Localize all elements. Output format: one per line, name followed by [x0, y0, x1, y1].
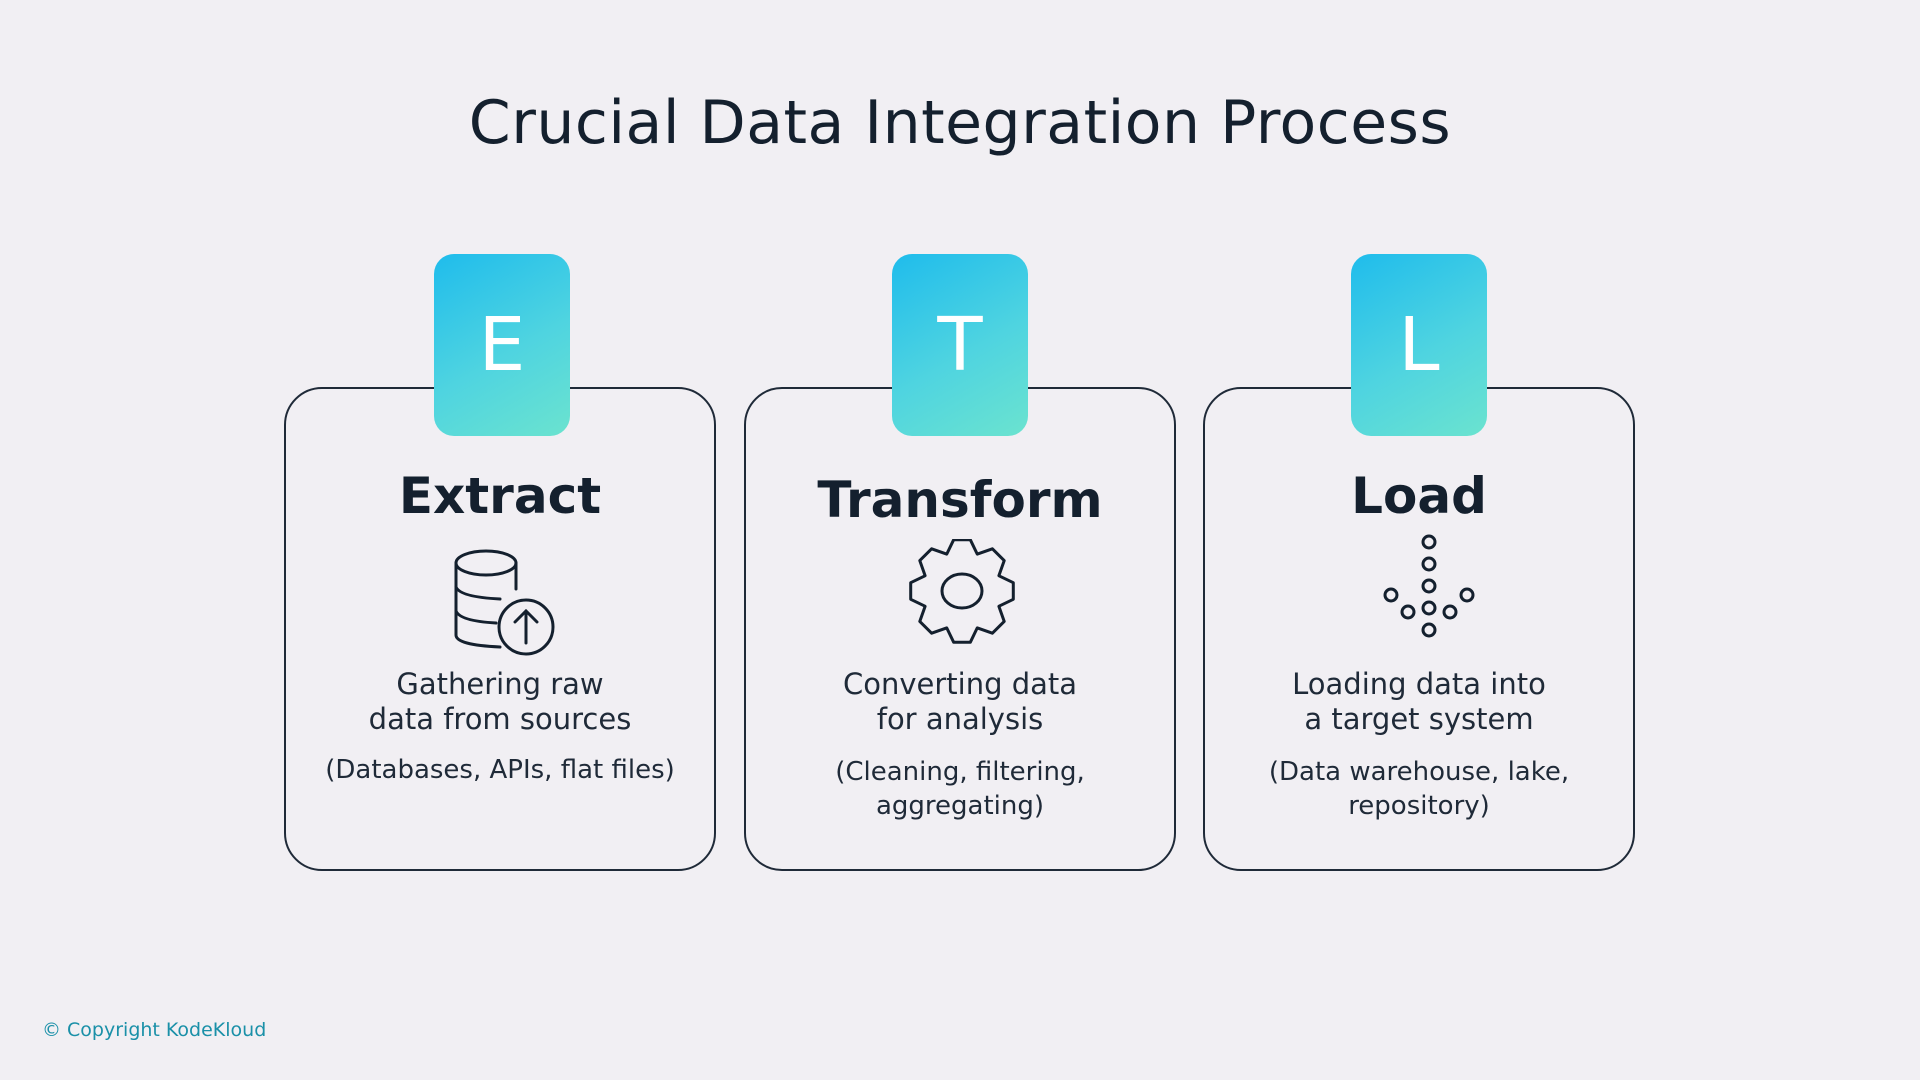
description-line: for analysis: [876, 702, 1044, 736]
load-badge: L: [1351, 254, 1487, 436]
dotted-arrow-down-icon: [1383, 534, 1475, 638]
card-description: Converting data for analysis: [746, 667, 1174, 737]
copyright: © Copyright KodeKloud: [42, 1019, 267, 1041]
examples-line: (Cleaning, filtering,: [835, 757, 1085, 787]
card-examples: (Data warehouse, lake, repository): [1205, 755, 1633, 823]
transform-badge: T: [892, 254, 1028, 436]
card-examples: (Databases, APIs, flat files): [286, 753, 714, 787]
description-line: Loading data into: [1292, 667, 1546, 701]
examples-line: repository): [1348, 791, 1490, 821]
examples-line: (Data warehouse, lake,: [1268, 757, 1570, 787]
page-title: Crucial Data Integration Process: [468, 88, 1452, 158]
load-card: Load Loading data into a target system (…: [1203, 387, 1635, 871]
card-description: Gathering raw data from sources: [286, 667, 714, 737]
description-line: a target system: [1304, 702, 1534, 736]
gear-icon: [909, 539, 1015, 644]
extract-card: Extract Gathering raw data from sources …: [284, 387, 716, 871]
description-line: Converting data: [842, 667, 1078, 701]
card-heading: Transform: [817, 471, 1103, 529]
database-upload-icon: [454, 549, 555, 656]
card-examples: (Cleaning, filtering, aggregating): [746, 755, 1174, 823]
card-heading: Extract: [398, 467, 602, 525]
description-line: data from sources: [368, 702, 632, 736]
card-description: Loading data into a target system: [1205, 667, 1633, 737]
description-line: Gathering raw: [396, 667, 604, 701]
transform-card: Transform Converting data for analysis (…: [744, 387, 1176, 871]
examples-line: (Databases, APIs, flat files): [325, 755, 675, 785]
extract-badge: E: [434, 254, 570, 436]
card-heading: Load: [1351, 467, 1487, 525]
examples-line: aggregating): [875, 791, 1045, 821]
